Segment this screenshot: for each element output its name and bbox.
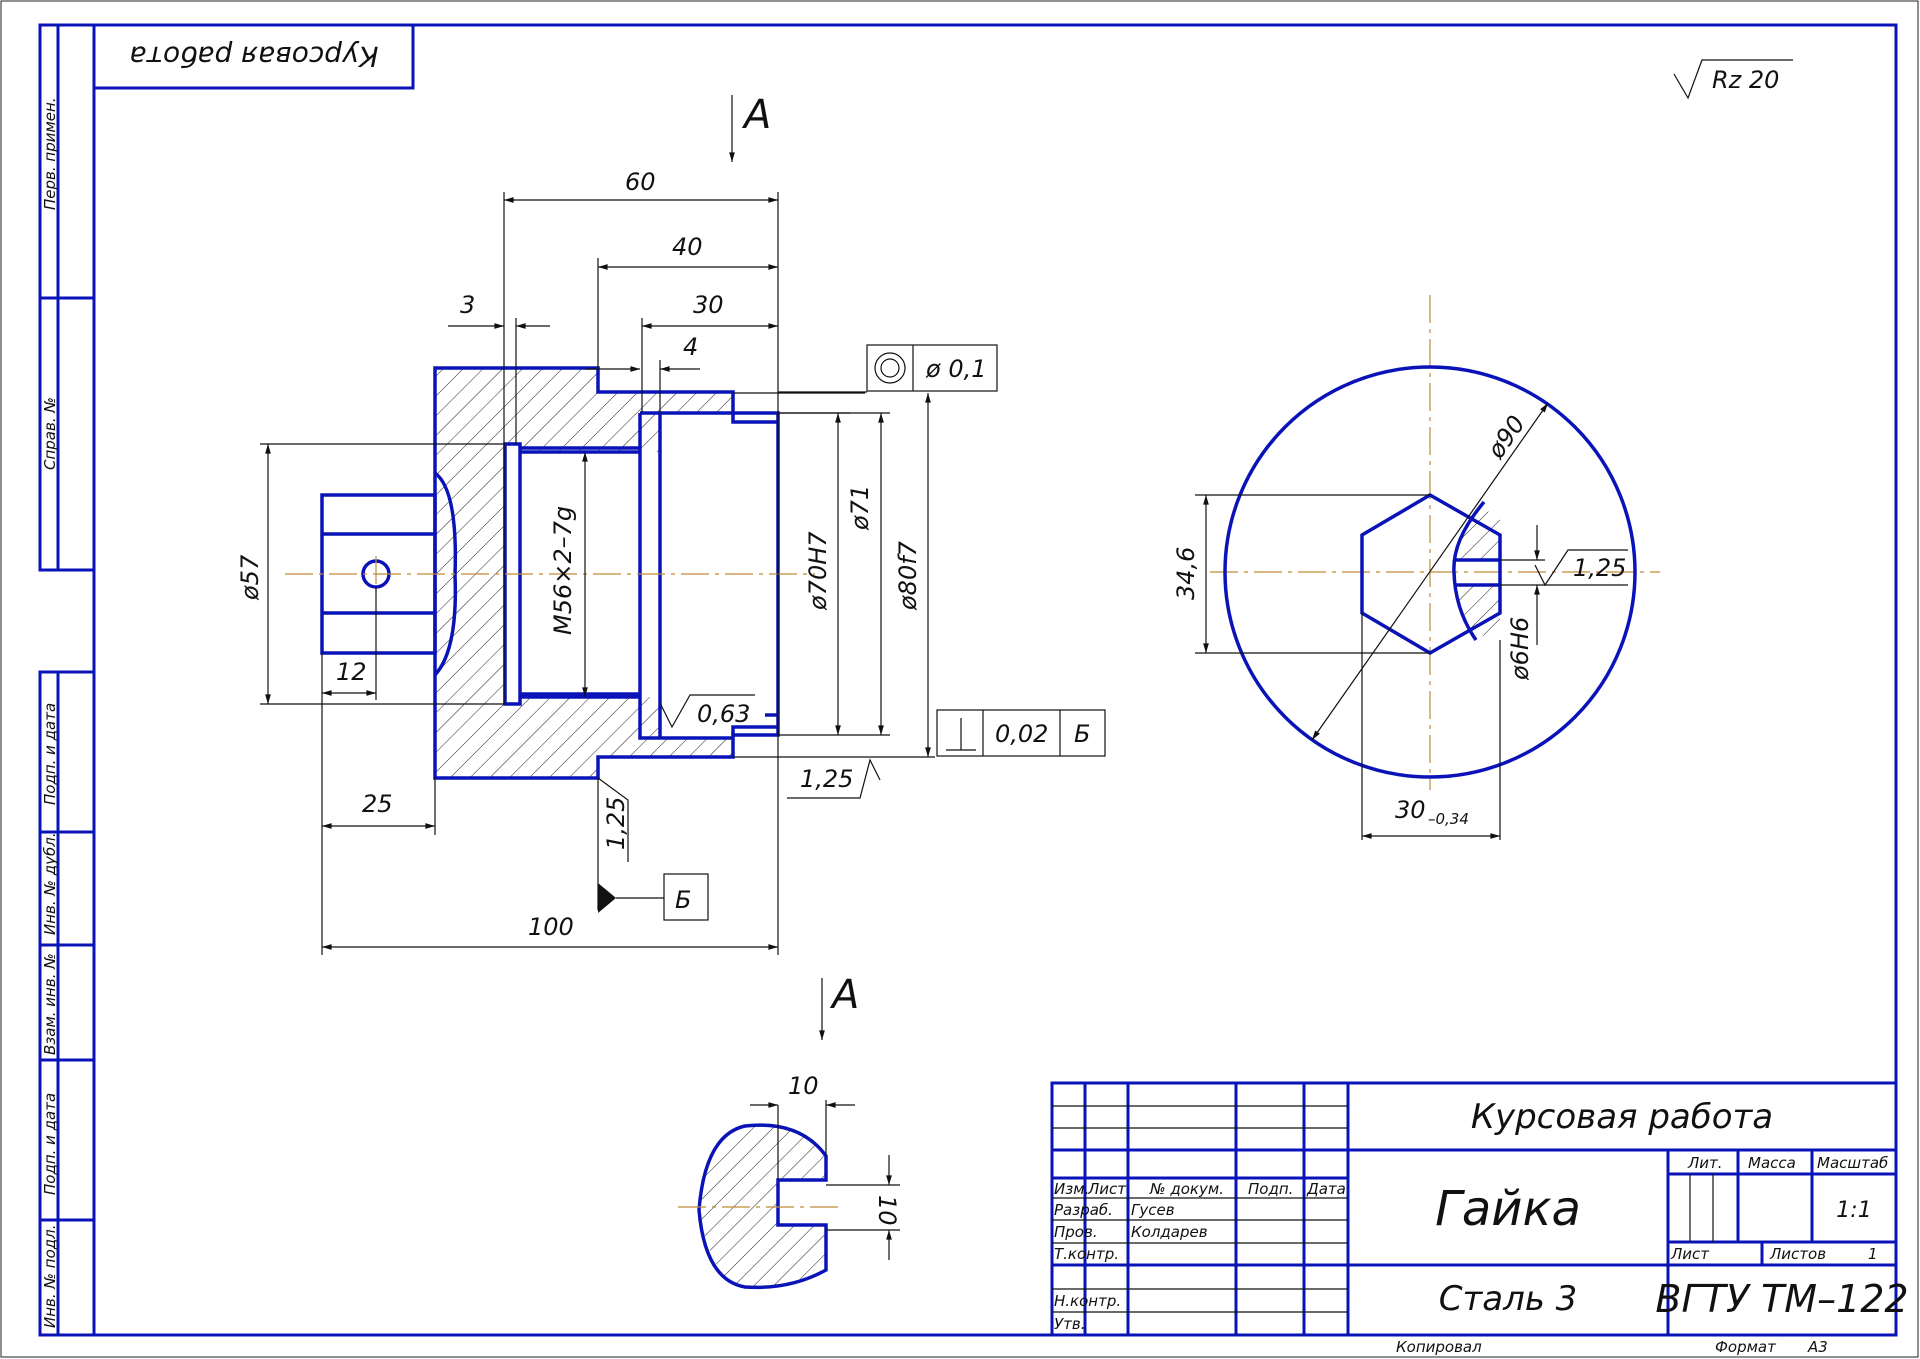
tb-mass-label: Масса bbox=[1748, 1154, 1796, 1172]
perpendicularity-tolerance-frame: 0,02 Б bbox=[936, 709, 1106, 757]
dim-34-6: 34,6 bbox=[1172, 547, 1200, 600]
perpendicularity-datum: Б bbox=[1074, 720, 1090, 748]
dim-4: 4 bbox=[683, 333, 698, 361]
main-view: 60 40 30 3 4 ø57 M56×2–7 bbox=[236, 168, 1106, 955]
dim-phi71: ø71 bbox=[846, 485, 874, 531]
strip-vzam-inv: Взам. инв. № bbox=[41, 953, 59, 1055]
tb-material: Сталь 3 bbox=[1439, 1279, 1578, 1319]
strip-podp-data-1: Подп. и дата bbox=[41, 703, 59, 805]
tb-copied: Копировал bbox=[1396, 1338, 1482, 1356]
roughness-125-right: 1,25 bbox=[800, 765, 853, 793]
tb-scale-label: Масштаб bbox=[1817, 1154, 1888, 1172]
tb-role-1: Пров. bbox=[1054, 1223, 1098, 1241]
tb-scale-value: 1:1 bbox=[1836, 1198, 1871, 1223]
tb-header-date: Дата bbox=[1306, 1180, 1346, 1198]
tb-header-list: Лист bbox=[1087, 1180, 1127, 1198]
tb-name-1: Колдарев bbox=[1131, 1223, 1208, 1241]
roughness-063: 0,63 bbox=[697, 700, 750, 728]
general-roughness: Rz 20 bbox=[1673, 59, 1793, 100]
tb-org: ВГТУ ТМ–122 bbox=[1655, 1277, 1908, 1321]
dim-60: 60 bbox=[625, 168, 656, 196]
strip-perv-primen: Перв. примен. bbox=[41, 97, 59, 210]
tb-header-doc: № докум. bbox=[1149, 1180, 1224, 1198]
tb-role-0: Разраб. bbox=[1054, 1201, 1113, 1219]
tb-sheet-label: Лист bbox=[1670, 1245, 1710, 1263]
strip-inv-dubl: Инв. № дубл. bbox=[41, 832, 59, 935]
dim-3: 3 bbox=[460, 291, 475, 319]
dim-30: 30 bbox=[693, 291, 724, 319]
tb-format-value: А3 bbox=[1807, 1338, 1828, 1356]
dim-thread: M56×2–7g bbox=[549, 506, 577, 635]
dim-30-hex: 30 bbox=[1395, 796, 1426, 824]
section-label-bottom: А bbox=[829, 972, 859, 1018]
left-strip-labels: Перв. примен. Справ. № Подп. и дата Инв.… bbox=[41, 97, 59, 1328]
dim-100: 100 bbox=[528, 913, 574, 941]
tb-part-name: Гайка bbox=[1435, 1181, 1581, 1237]
section-dim-width: 10 bbox=[788, 1072, 819, 1100]
tb-project: Курсовая работа bbox=[1471, 1097, 1773, 1137]
general-roughness-value: Rz 20 bbox=[1712, 66, 1779, 94]
top-stamp: Курсовая работа bbox=[130, 40, 379, 73]
dim-phi70: ø70H7 bbox=[804, 531, 832, 611]
dim-phi80: ø80f7 bbox=[894, 540, 922, 611]
perpendicularity-value: 0,02 bbox=[995, 720, 1048, 748]
dim-40: 40 bbox=[672, 233, 703, 261]
datum-b-label: Б bbox=[675, 886, 691, 914]
section-view: А 10 10 bbox=[678, 972, 901, 1290]
end-view-roughness: 1,25 bbox=[1573, 554, 1626, 582]
section-dim-height: 10 bbox=[873, 1195, 901, 1226]
section-arrow-top: А bbox=[729, 92, 771, 162]
tb-sheets-value: 1 bbox=[1868, 1245, 1878, 1263]
strip-sprav-no: Справ. № bbox=[41, 397, 59, 470]
main-view-roughness: 0,63 1,25 1,25 bbox=[597, 694, 881, 862]
tb-header-podp: Подп. bbox=[1248, 1180, 1293, 1198]
drawing-frame bbox=[38, 23, 1898, 1337]
strip-podp-data-2: Подп. и дата bbox=[41, 1093, 59, 1195]
dim-12: 12 bbox=[336, 658, 367, 686]
tb-name-0: Гусев bbox=[1131, 1201, 1175, 1219]
dim-phi57: ø57 bbox=[236, 554, 264, 601]
tb-format-label: Формат bbox=[1715, 1338, 1777, 1356]
concentricity-tolerance-frame: ø 0,1 bbox=[778, 344, 998, 393]
tb-role-4: Н.контр. bbox=[1054, 1292, 1121, 1310]
section-view-dimensions: 10 10 bbox=[750, 1072, 901, 1260]
datum-b: Б bbox=[597, 778, 709, 921]
tb-role-5: Утв. bbox=[1054, 1315, 1086, 1333]
tb-role-2: Т.контр. bbox=[1054, 1245, 1119, 1263]
concentricity-value: ø 0,1 bbox=[925, 355, 986, 383]
tb-lit-label: Лит. bbox=[1687, 1154, 1723, 1172]
roughness-125-bottom: 1,25 bbox=[602, 797, 630, 850]
tb-header-izm: Изм. bbox=[1054, 1180, 1089, 1198]
dim-30-hex-tolerance: –0,34 bbox=[1428, 810, 1469, 828]
tb-sheets-label: Листов bbox=[1769, 1245, 1826, 1263]
strip-inv-podl: Инв. № подл. bbox=[41, 1225, 59, 1328]
title-block: Изм. Лист № докум. Подп. Дата Разраб. Гу… bbox=[1050, 1081, 1909, 1356]
dim-phi6h6: ø6H6 bbox=[1506, 617, 1534, 681]
main-view-dimensions: 60 40 30 3 4 ø57 M56×2–7 bbox=[236, 168, 935, 955]
dim-25: 25 bbox=[362, 790, 393, 818]
end-view: ø90 34,6 30 –0,34 ø6H6 1,25 bbox=[1172, 295, 1660, 840]
section-label-top: А bbox=[741, 92, 771, 138]
